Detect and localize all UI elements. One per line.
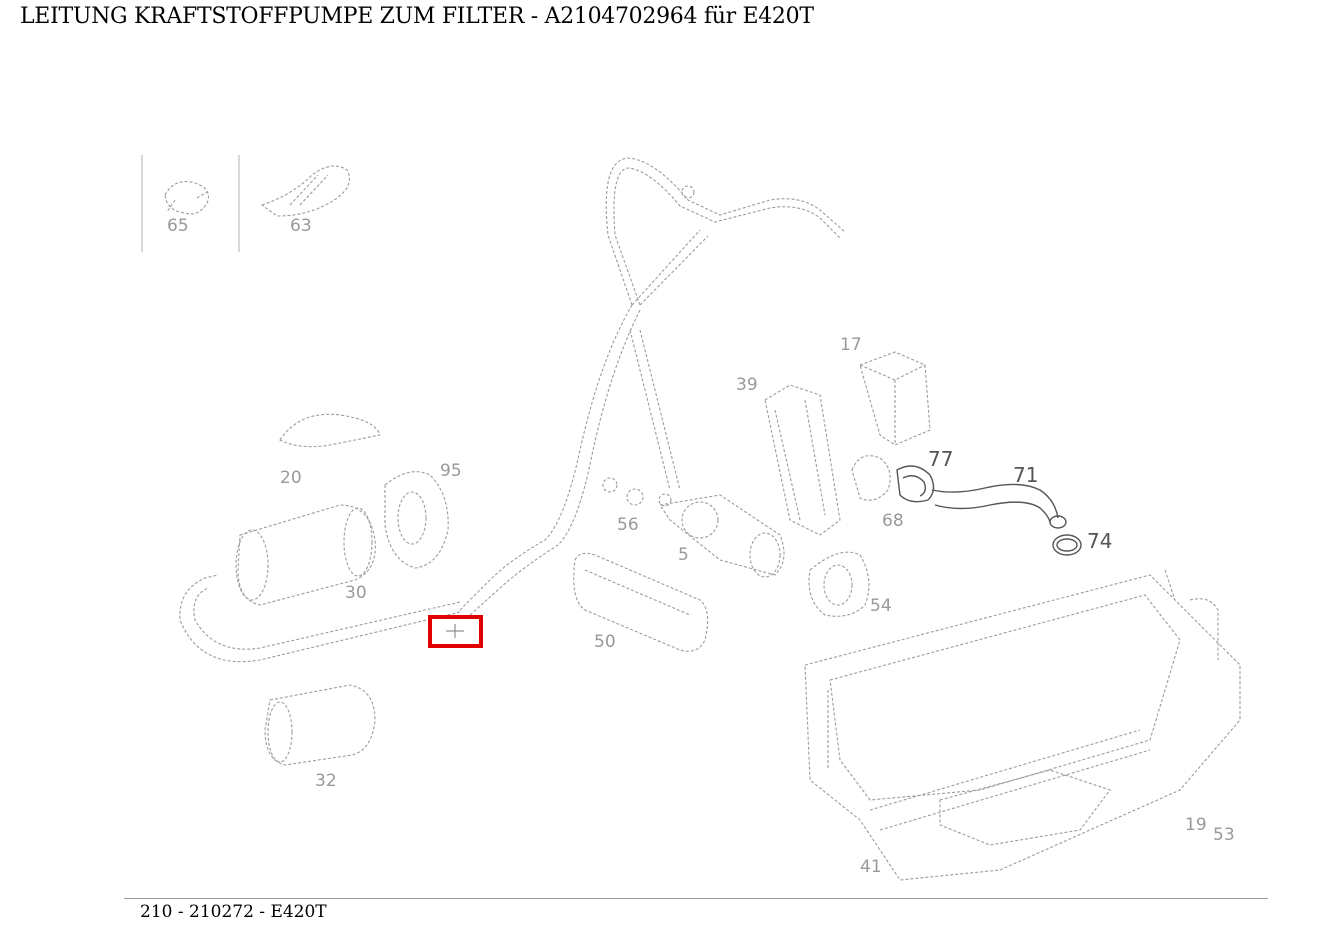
part-17: [859, 351, 931, 446]
part-50: [573, 552, 709, 652]
footer-divider: [124, 898, 1268, 899]
callout-65: 65: [167, 216, 189, 236]
fuel-pump: [235, 413, 449, 606]
inset-parts: [141, 155, 350, 252]
fuel-line-upper: [459, 157, 846, 616]
callout-54: 54: [870, 596, 892, 616]
callout-17: 17: [840, 335, 862, 355]
callout-63: 63: [290, 216, 312, 236]
callout-95: 95: [440, 461, 462, 481]
part-54: [808, 551, 870, 617]
callout-53: 53: [1213, 825, 1235, 845]
callout-5: 5: [678, 545, 689, 565]
callout-74: 74: [1087, 529, 1112, 553]
hose-assembly: [896, 465, 1082, 556]
page-title: LEITUNG KRAFTSTOFFPUMPE ZUM FILTER - A21…: [20, 4, 814, 29]
part-68: [851, 455, 891, 501]
part-39: [764, 384, 841, 536]
callout-71: 71: [1013, 463, 1038, 487]
footer-label: 210 - 210272 - E420T: [140, 902, 327, 922]
callout-32: 32: [315, 771, 337, 791]
fuel-tank: [804, 569, 1241, 881]
callout-68: 68: [882, 511, 904, 531]
fuel-filter: [602, 477, 785, 578]
highlighted-part-45[interactable]: [428, 615, 483, 648]
callout-56: 56: [617, 515, 639, 535]
callout-77: 77: [928, 447, 953, 471]
part-32: [264, 684, 376, 766]
callout-30: 30: [345, 583, 367, 603]
callout-39: 39: [736, 375, 758, 395]
fuel-line-lower: [179, 574, 461, 663]
callout-20: 20: [280, 468, 302, 488]
callout-50: 50: [594, 632, 616, 652]
callout-41: 41: [860, 857, 882, 877]
callout-19: 19: [1185, 815, 1207, 835]
